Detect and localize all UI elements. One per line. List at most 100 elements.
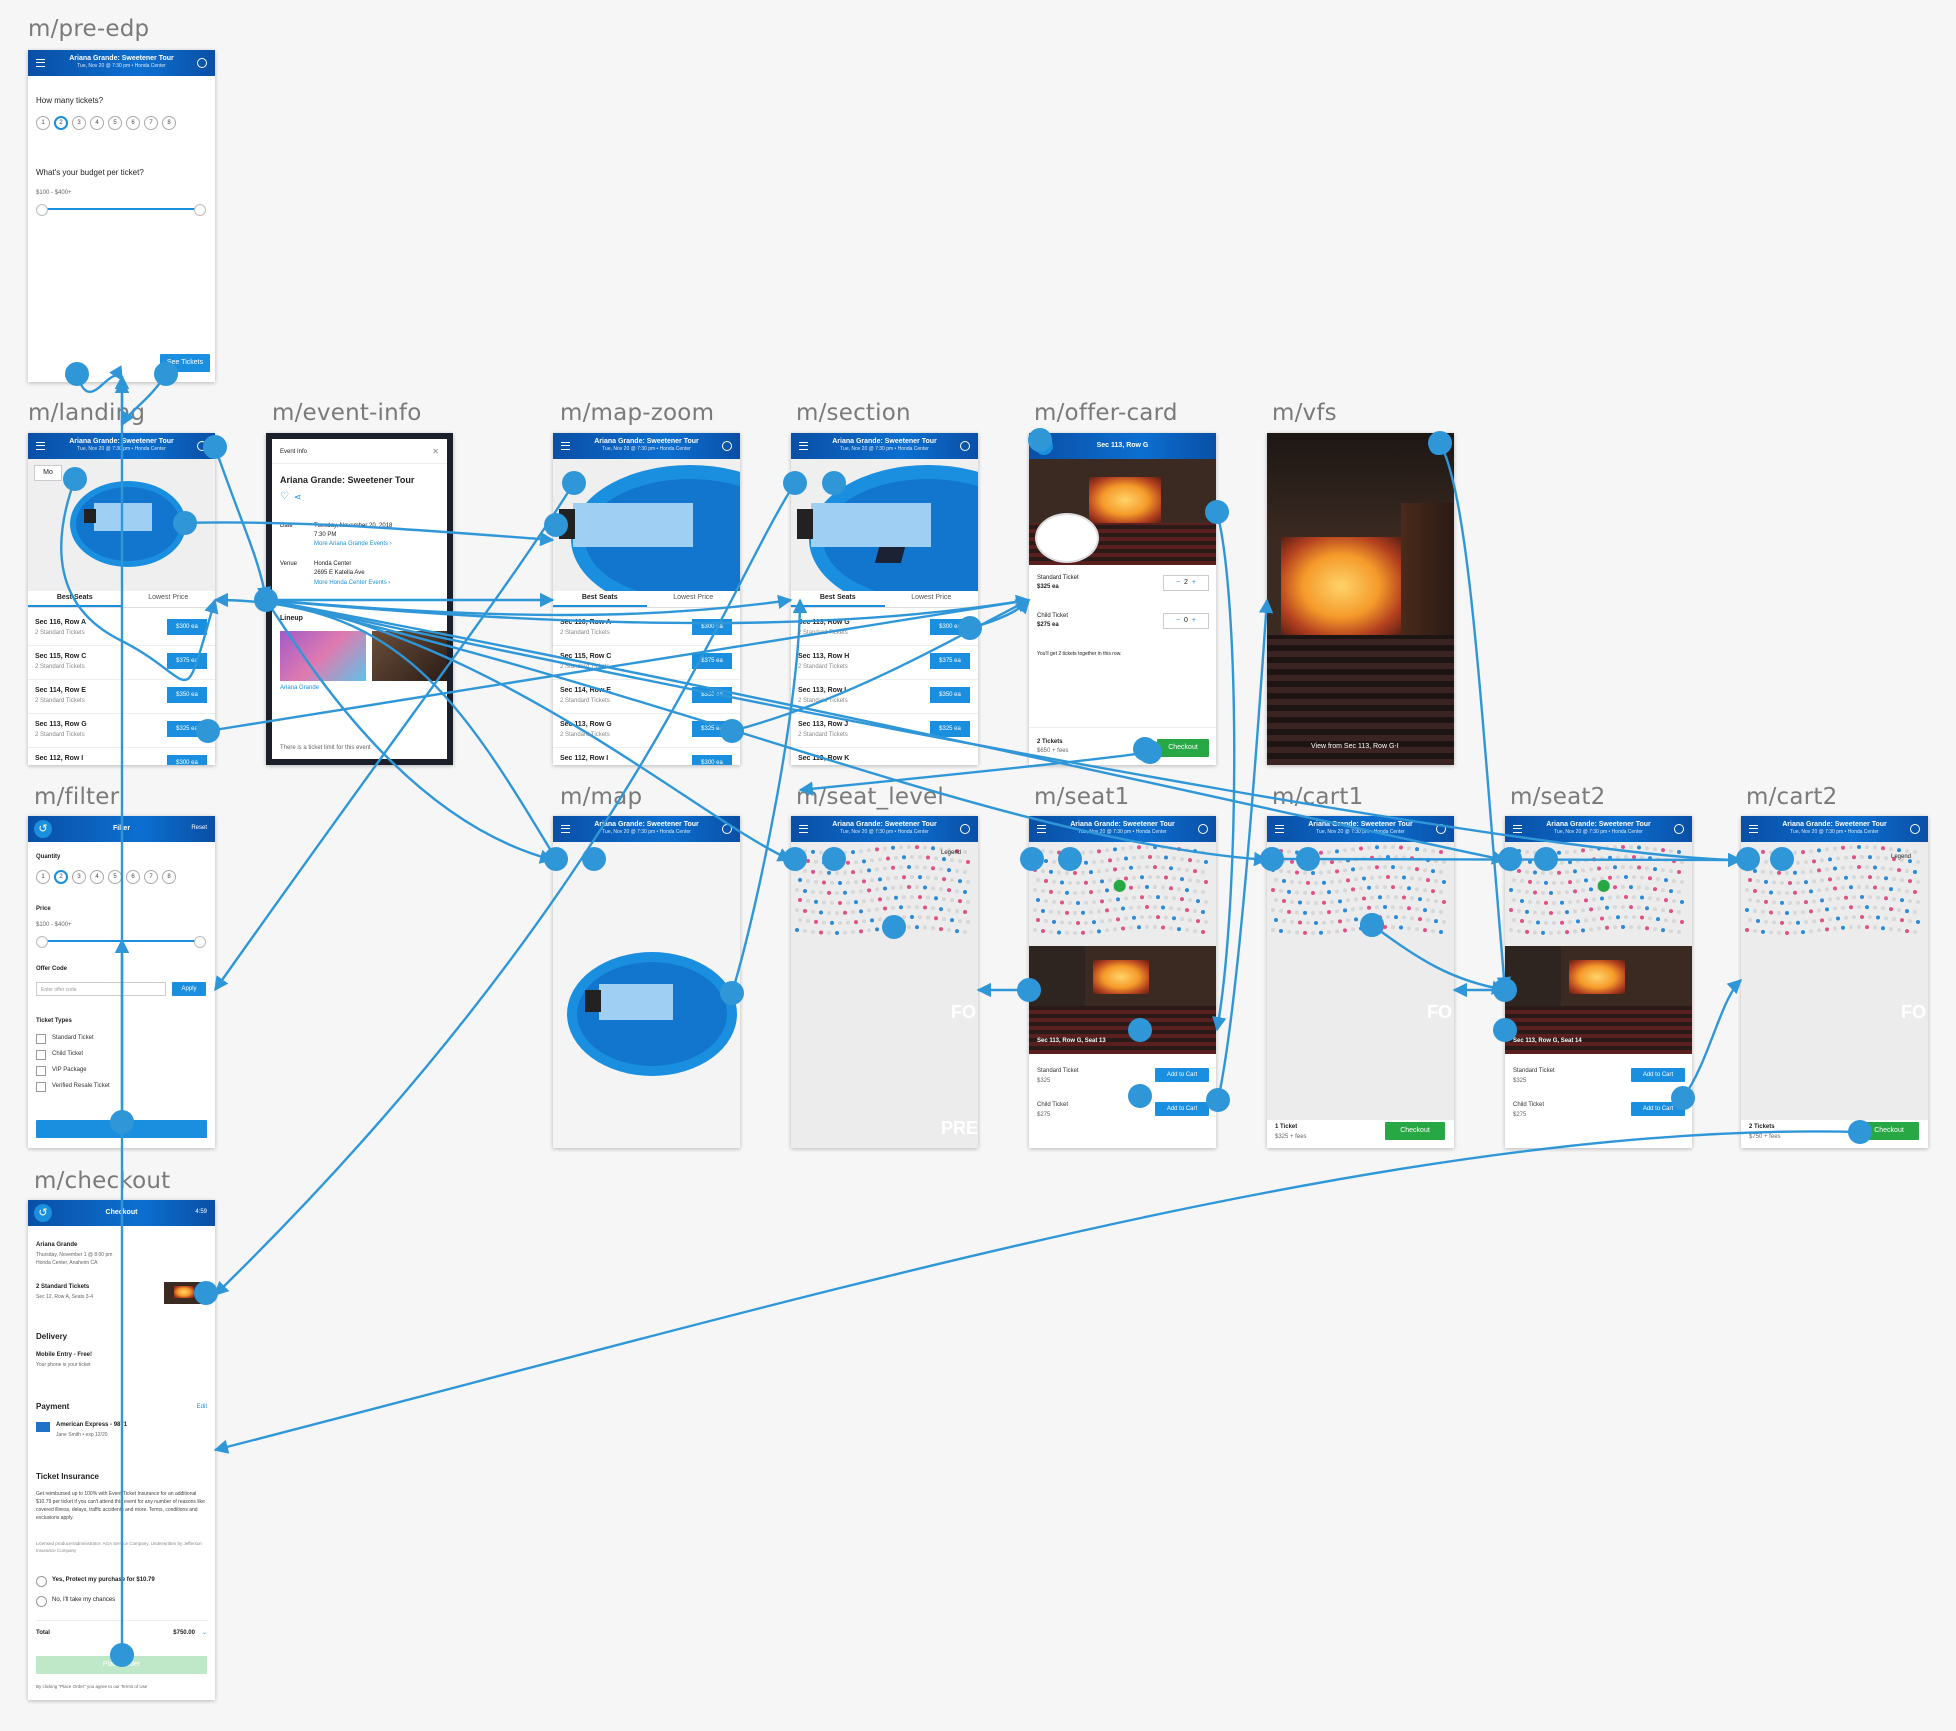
venue-map-zoomed[interactable] xyxy=(553,459,740,591)
close-icon[interactable]: ✕ xyxy=(432,447,439,456)
price-button[interactable]: $350 ea xyxy=(930,687,970,703)
menu-icon[interactable] xyxy=(561,442,570,450)
checkbox[interactable] xyxy=(36,1082,46,1092)
seat-map[interactable]: FO xyxy=(1267,842,1454,1120)
artist-image[interactable] xyxy=(372,631,447,681)
checkbox[interactable] xyxy=(36,1034,46,1044)
seat-map[interactable]: FO xyxy=(1741,842,1928,1120)
quantity-option[interactable]: 4 xyxy=(90,116,104,130)
more-venue-link[interactable]: More Honda Center Events › xyxy=(314,580,391,586)
menu-icon[interactable] xyxy=(1275,825,1284,833)
tab-lowest-price[interactable]: Lowest Price xyxy=(673,594,714,601)
menu-icon[interactable] xyxy=(799,442,808,450)
menu-icon[interactable] xyxy=(1037,825,1046,833)
arena-sections[interactable] xyxy=(567,952,737,1076)
add-to-cart-button[interactable]: Add to Cart xyxy=(1631,1102,1685,1116)
quantity-selector[interactable]: 1 2 3 4 5 6 7 8 xyxy=(36,116,176,130)
view-from-seat-fullscreen[interactable] xyxy=(1267,433,1454,765)
slider-knob-max[interactable] xyxy=(194,936,206,948)
list-item[interactable]: Sec 112, Row I$300 ea xyxy=(553,747,740,765)
back-icon[interactable]: ↺ xyxy=(34,820,52,838)
view-from-seat-photo[interactable] xyxy=(1029,459,1216,565)
menu-icon[interactable] xyxy=(561,825,570,833)
offer-code-input[interactable]: Enter offer code xyxy=(36,982,166,996)
edit-payment-link[interactable]: Edit xyxy=(196,1404,207,1410)
seat-view-thumbnail[interactable] xyxy=(164,1282,204,1304)
reset-link[interactable]: Reset xyxy=(191,825,207,831)
slider-knob-max[interactable] xyxy=(194,204,206,216)
add-to-cart-button[interactable]: Add to Cart xyxy=(1631,1068,1685,1082)
budget-slider[interactable] xyxy=(40,208,200,210)
tab-best-seats[interactable]: Best Seats xyxy=(553,589,647,607)
quantity-selector[interactable]: 1 2 3 4 5 6 7 8 xyxy=(36,870,176,884)
account-icon[interactable] xyxy=(1910,824,1920,834)
price-button[interactable]: $375 ea xyxy=(930,653,970,669)
view-from-seat-photo[interactable]: Sec 113, Row G, Seat 13 xyxy=(1029,946,1216,1054)
back-icon[interactable]: ↺ xyxy=(34,1204,52,1222)
more-artist-link[interactable]: More Ariana Grande Events › xyxy=(314,541,392,547)
quantity-option[interactable]: 6 xyxy=(126,870,140,884)
account-icon[interactable] xyxy=(1198,824,1208,834)
standard-quantity-stepper[interactable]: − 2 + xyxy=(1163,575,1209,591)
venue-map[interactable] xyxy=(553,842,740,1148)
quantity-option[interactable]: 7 xyxy=(144,116,158,130)
seat-map[interactable]: FO PRE xyxy=(791,842,978,1148)
quantity-option[interactable]: 5 xyxy=(108,116,122,130)
insurance-no-radio[interactable] xyxy=(36,1596,47,1607)
quantity-option[interactable]: 8 xyxy=(162,116,176,130)
add-to-cart-button[interactable]: Add to Cart xyxy=(1155,1102,1209,1116)
insurance-yes-radio[interactable] xyxy=(36,1576,47,1587)
legend-button[interactable]: Legend xyxy=(941,850,962,856)
price-button[interactable]: $325 ea xyxy=(930,721,970,737)
quantity-option[interactable]: 8 xyxy=(162,870,176,884)
menu-icon[interactable] xyxy=(799,825,808,833)
menu-icon[interactable] xyxy=(36,442,45,450)
child-quantity-stepper[interactable]: − 0 + xyxy=(1163,613,1209,629)
seat-dots[interactable] xyxy=(1267,842,1454,1120)
account-icon[interactable] xyxy=(1674,824,1684,834)
quantity-option[interactable]: 4 xyxy=(90,870,104,884)
apply-code-button[interactable]: Apply xyxy=(172,982,206,996)
chevron-down-icon[interactable]: ⌄ xyxy=(201,1630,207,1636)
tab-best-seats[interactable]: Best Seats xyxy=(28,589,122,607)
checkout-button[interactable]: Checkout xyxy=(1859,1122,1919,1140)
account-icon[interactable] xyxy=(960,441,970,451)
view-from-seat-photo[interactable]: Sec 113, Row G, Seat 14 xyxy=(1505,946,1692,1054)
quantity-option-selected[interactable]: 2 xyxy=(54,116,68,130)
tab-best-seats[interactable]: Best Seats xyxy=(791,589,885,607)
favorite-icon[interactable]: ♡ xyxy=(280,491,289,502)
checkbox[interactable] xyxy=(36,1066,46,1076)
add-to-cart-button[interactable]: Add to Cart xyxy=(1155,1068,1209,1082)
artist-link[interactable]: Ariana Grande xyxy=(280,685,320,691)
quantity-option[interactable]: 3 xyxy=(72,870,86,884)
mini-map-thumbnail[interactable] xyxy=(1035,513,1099,563)
menu-icon[interactable] xyxy=(36,59,45,67)
slider-knob-min[interactable] xyxy=(36,204,48,216)
sort-tabs[interactable]: Best Seats Lowest Price xyxy=(791,589,978,608)
sort-tabs[interactable]: Best Seats Lowest Price xyxy=(553,589,740,608)
menu-icon[interactable] xyxy=(1749,825,1758,833)
price-button[interactable]: $350 ea xyxy=(167,687,207,703)
price-button[interactable]: $300 ea xyxy=(692,755,732,765)
quantity-option[interactable]: 6 xyxy=(126,116,140,130)
account-icon[interactable] xyxy=(197,58,207,68)
checkout-button[interactable]: Checkout xyxy=(1157,739,1209,757)
list-item[interactable]: Sec 112, Row I$300 ea xyxy=(28,747,215,765)
quantity-option[interactable]: 1 xyxy=(36,116,50,130)
floor-section[interactable] xyxy=(811,503,931,547)
floor-section[interactable] xyxy=(599,984,673,1020)
share-icon[interactable]: ⋖ xyxy=(294,492,302,502)
legend-button[interactable]: Legend xyxy=(1891,854,1912,860)
checkbox[interactable] xyxy=(36,1050,46,1060)
quantity-option[interactable]: 1 xyxy=(36,870,50,884)
quantity-option[interactable]: 7 xyxy=(144,870,158,884)
quantity-option[interactable]: 3 xyxy=(72,116,86,130)
account-icon[interactable] xyxy=(722,441,732,451)
tab-lowest-price[interactable]: Lowest Price xyxy=(148,594,189,601)
quantity-option-selected[interactable]: 2 xyxy=(54,870,68,884)
artist-image[interactable] xyxy=(280,631,366,681)
checkout-button[interactable]: Checkout xyxy=(1385,1122,1445,1140)
slider-knob-min[interactable] xyxy=(36,936,48,948)
